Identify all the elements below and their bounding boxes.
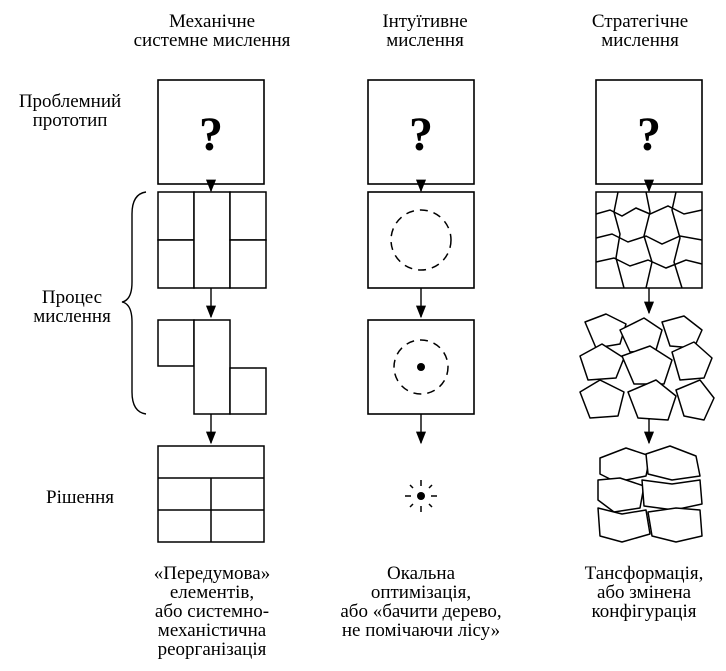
column-title-strategic: Стратегічне мислення [591,11,689,51]
caption-intuitive: Окальна оптимізація, або «бачити дерево,… [340,563,502,641]
caption-mechanical: «Передумова» елементів, або системно- ме… [153,563,271,660]
strategic-problem-box [595,79,703,185]
question-mark-icon: ? [637,108,661,161]
question-mark-icon: ? [199,108,223,161]
strategic-process-step-1 [595,191,703,289]
intuitive-problem-box [367,79,475,185]
mechanical-solution-grid [157,445,265,543]
row-label-solution: Рішення [46,487,114,508]
dot [417,363,425,371]
mechanical-process-step-2 [157,319,267,415]
column-title-mechanical: Механічне системне мислення [133,11,291,51]
question-mark-icon: ? [409,108,433,161]
intuitive-process-step-1 [367,191,475,289]
column-title-intuitive: Інтуїтивне мислення [382,11,468,51]
intuitive-solution-dot [405,480,437,512]
row-label-problem: Проблемний прототип [18,91,122,131]
dashed-circle [390,209,452,271]
dashed-circle [393,339,449,395]
caption-strategic: Тансформація, або змінена конфігурація [584,563,704,622]
row-label-process: Процес мислення [33,287,111,327]
mechanical-process-step-1 [157,191,267,289]
process-brace [121,191,147,415]
mechanical-problem-box [157,79,265,185]
strategic-solution [597,445,703,543]
strategic-process-step-2 [579,313,715,421]
